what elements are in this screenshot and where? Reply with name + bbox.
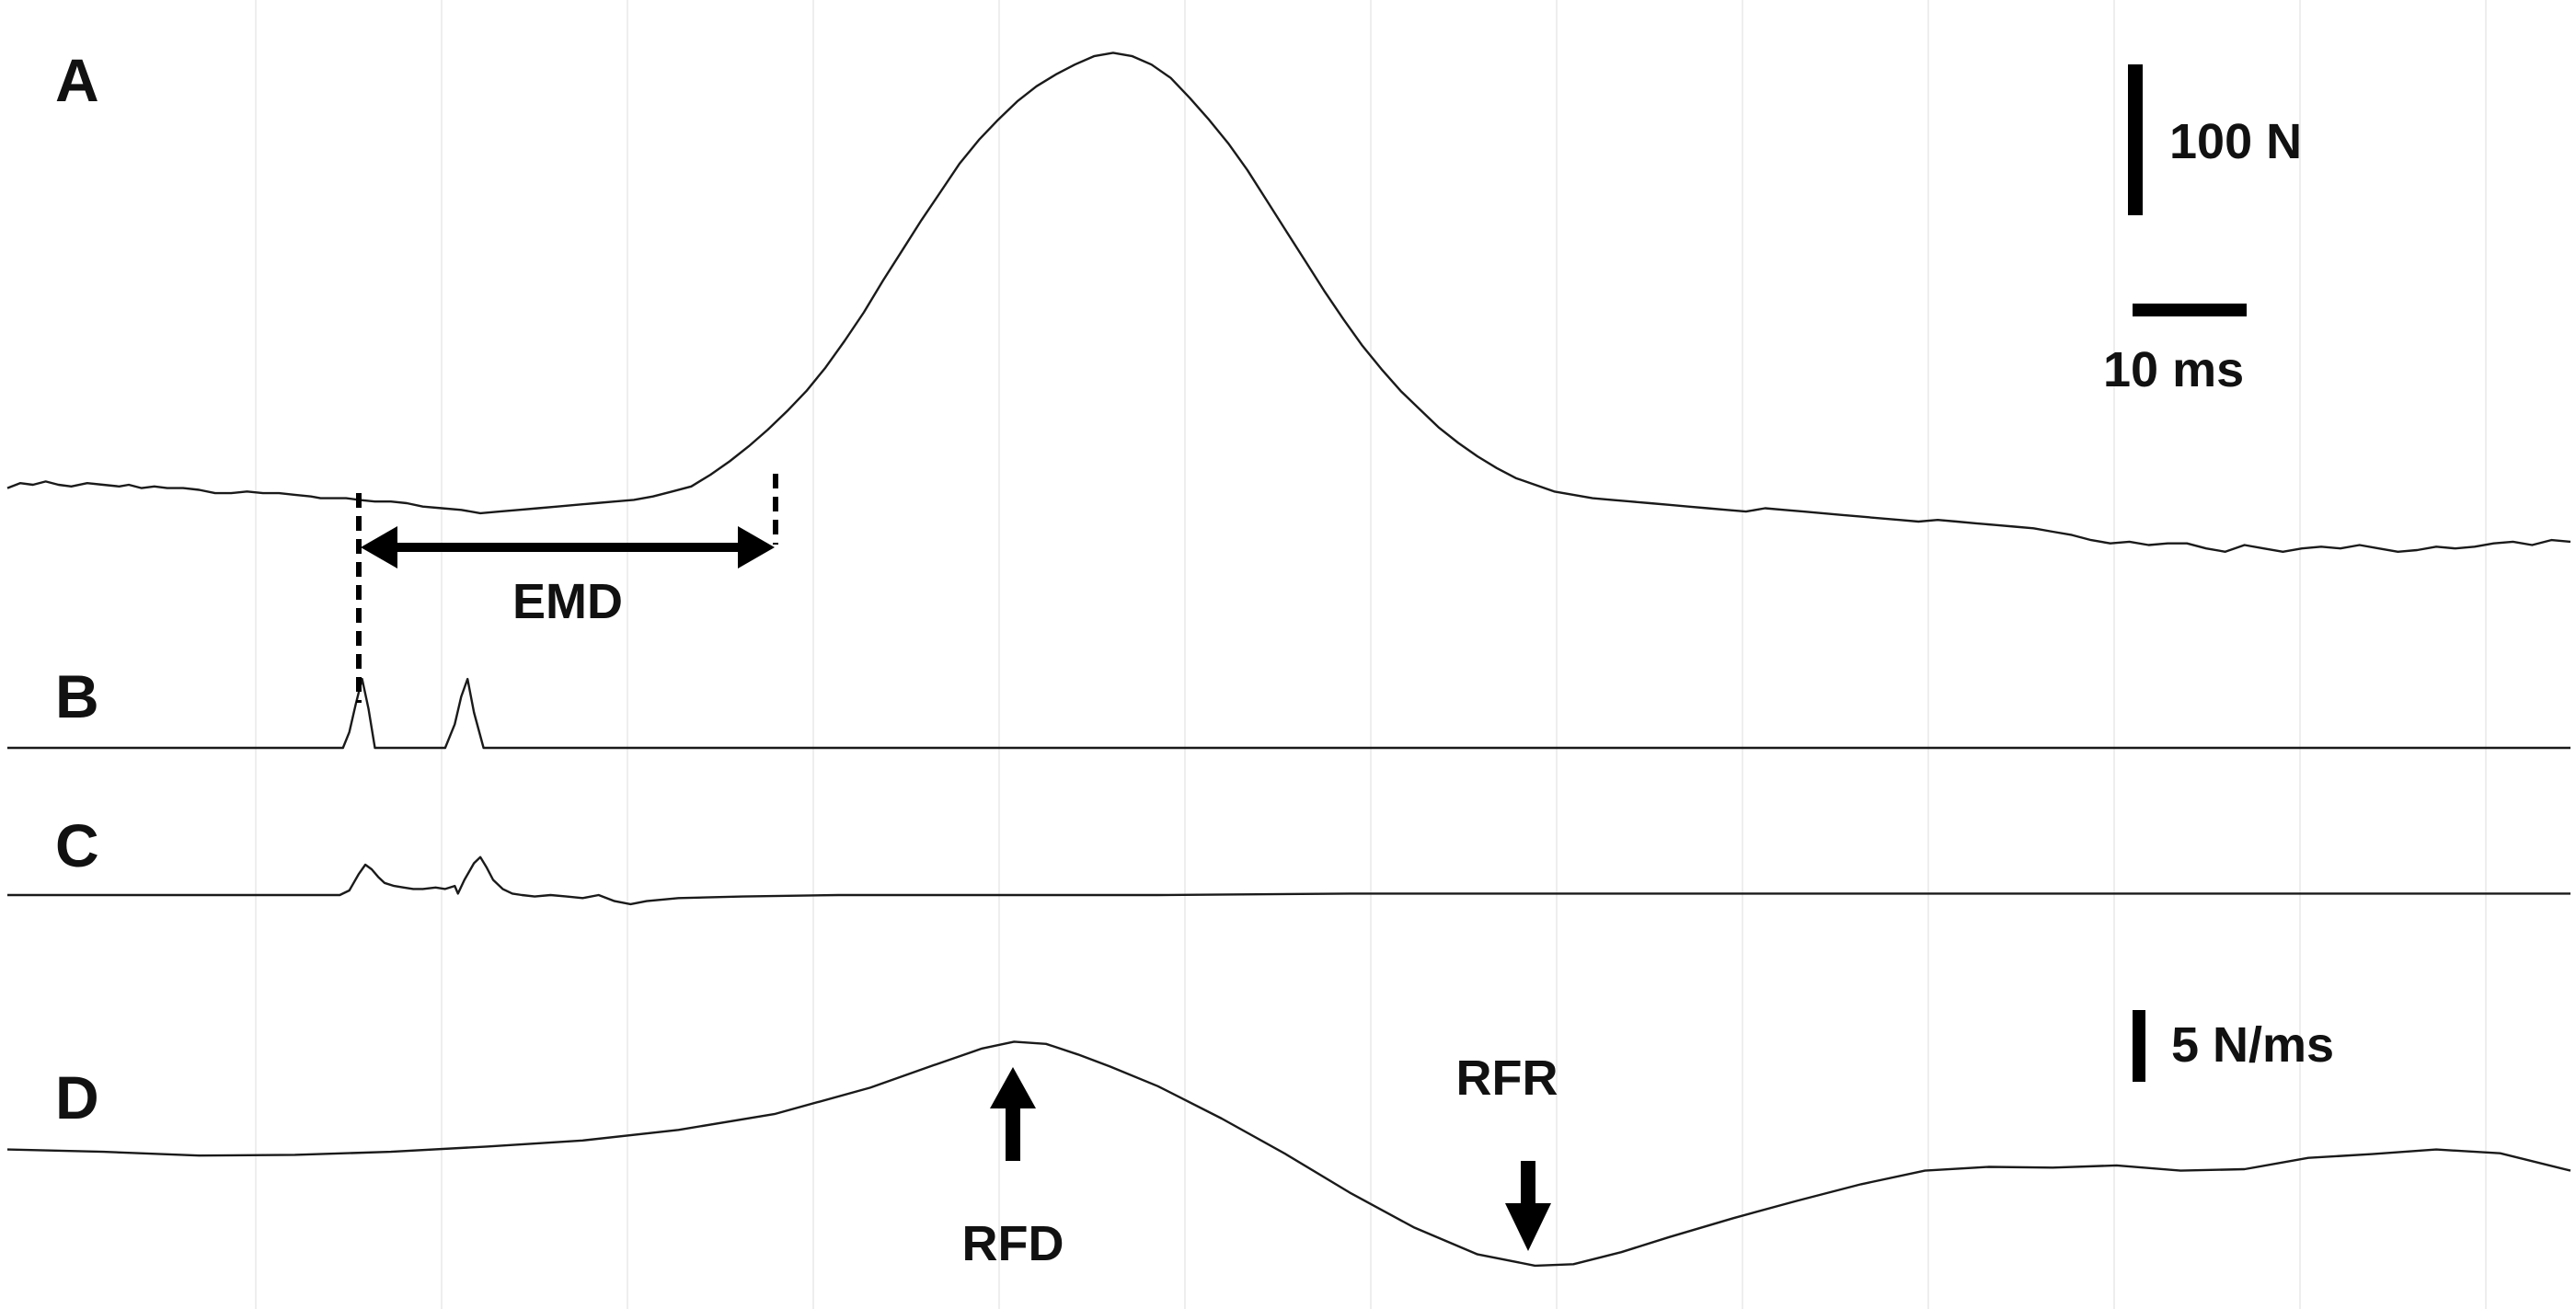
trace-panel-c bbox=[7, 855, 2570, 906]
trace-panel-b bbox=[7, 677, 2570, 750]
force-scale-label: 100 N bbox=[2169, 114, 2302, 169]
emd-arrowhead-right bbox=[738, 526, 775, 568]
panel-label-d: D bbox=[55, 1063, 99, 1131]
trace-panel-d bbox=[6, 1040, 2571, 1268]
rfr-label: RFR bbox=[1456, 1051, 1558, 1106]
force-scale-bar bbox=[2128, 64, 2143, 215]
rate-scale-label: 5 N/ms bbox=[2171, 1017, 2334, 1073]
panel-label-a: A bbox=[55, 46, 99, 114]
rfd-arrow-shaft bbox=[1006, 1102, 1020, 1161]
time-scale-label: 10 ms bbox=[2103, 342, 2244, 397]
emd-arrowhead-left bbox=[361, 526, 397, 568]
background-grid bbox=[255, 0, 2487, 1309]
emd-label: EMD bbox=[512, 574, 623, 629]
rfd-arrow-head bbox=[990, 1067, 1036, 1108]
trace-panel-a bbox=[6, 52, 2571, 553]
panel-label-c: C bbox=[55, 811, 99, 879]
rfr-arrow-shaft bbox=[1521, 1161, 1535, 1209]
panel-label-b: B bbox=[55, 662, 99, 730]
time-scale-bar bbox=[2133, 304, 2247, 316]
rfd-label: RFD bbox=[962, 1216, 1064, 1271]
rfr-arrow-head bbox=[1505, 1203, 1551, 1251]
rate-scale-bar bbox=[2133, 1010, 2145, 1082]
traces bbox=[6, 52, 2571, 1268]
